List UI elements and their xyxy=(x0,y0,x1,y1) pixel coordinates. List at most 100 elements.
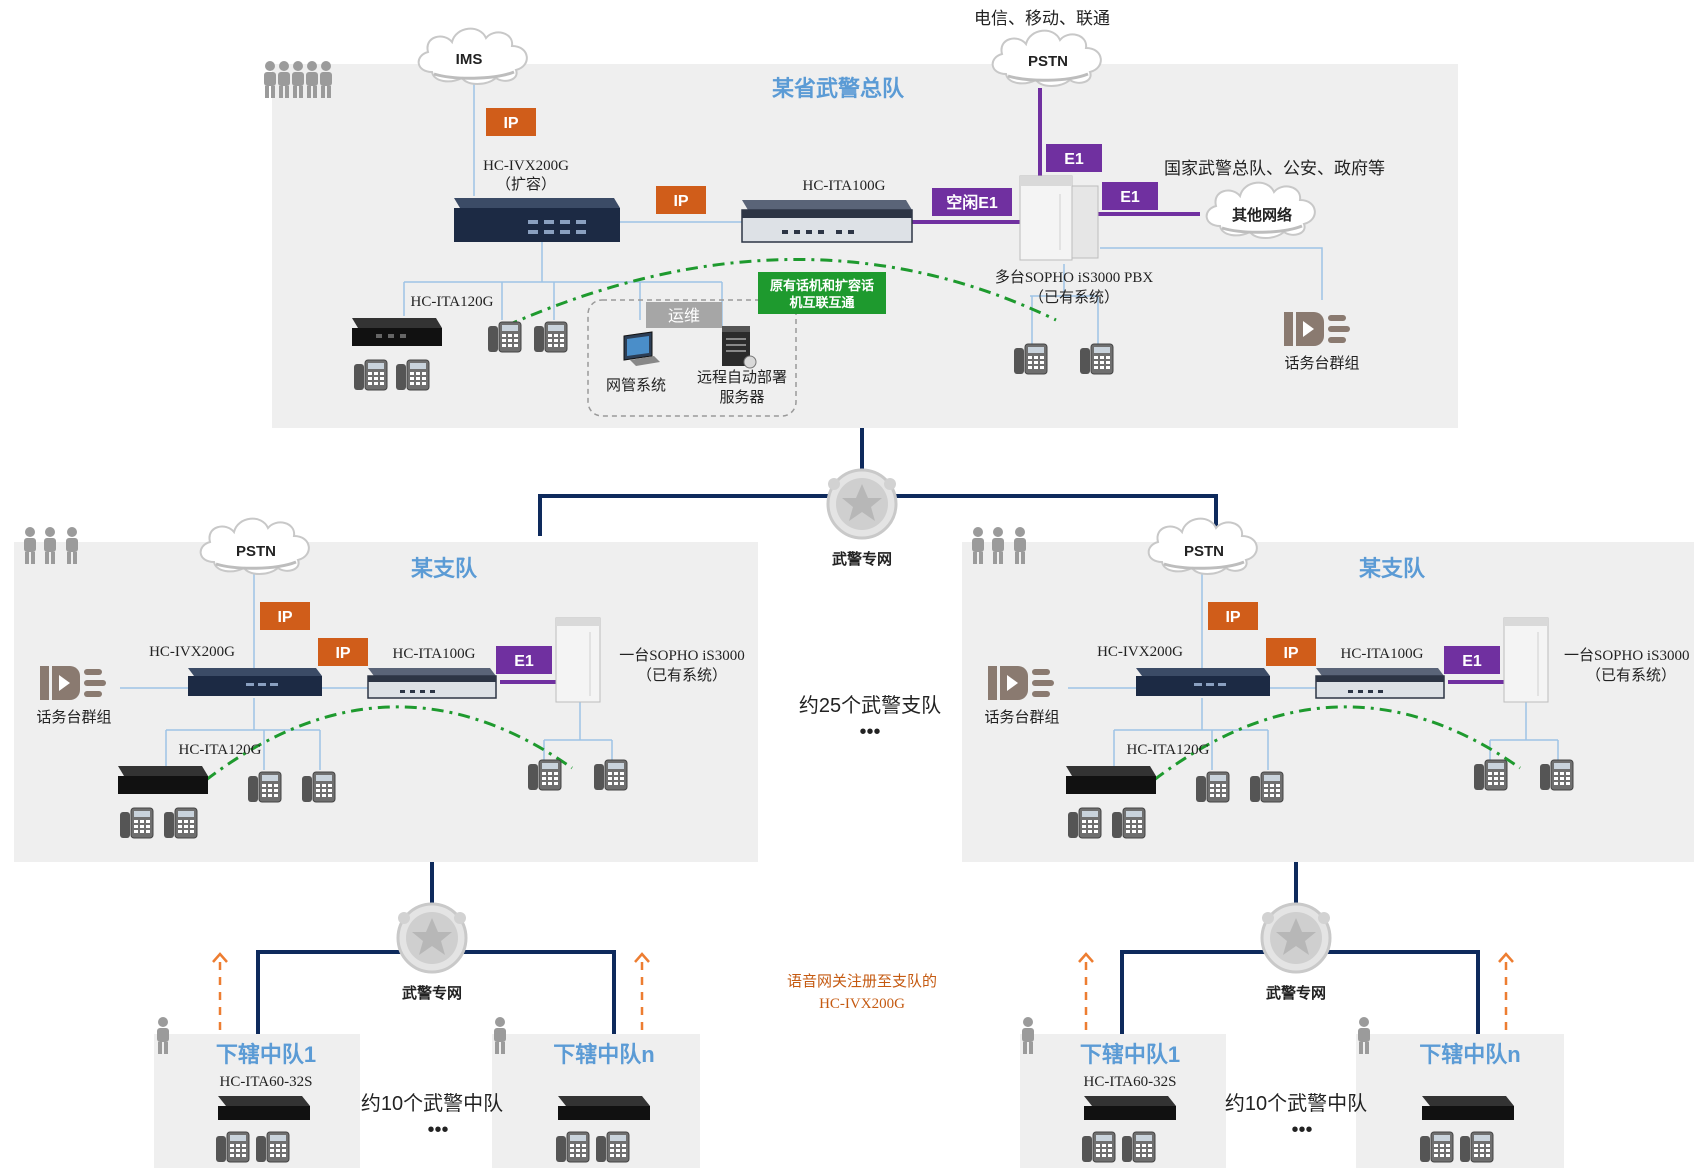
interop-arc xyxy=(1153,705,1521,782)
desk-phone-icon xyxy=(1419,1131,1454,1163)
desk-phone-icon xyxy=(1249,771,1284,803)
branch-title: 某支队 xyxy=(1359,556,1426,581)
svg-text:IP: IP xyxy=(1225,609,1240,626)
desk-phone-icon xyxy=(593,759,628,791)
note-label-1: 语音网关注册至支队的 xyxy=(787,973,937,990)
unit-1-title: 下辖中队1 xyxy=(1080,1042,1180,1067)
desk-phone-icon xyxy=(215,1131,250,1163)
mid-count-label: 约25个武警支队 xyxy=(799,694,941,717)
desk-phone-icon xyxy=(1459,1131,1494,1163)
branch-sopho-label-2: （已有系统） xyxy=(637,667,727,684)
gateway-device-icon xyxy=(1084,1096,1176,1120)
gateway-device-icon xyxy=(1315,668,1445,699)
desk-phone-icon xyxy=(1079,343,1114,375)
emblem-icon xyxy=(1260,902,1332,974)
branch-title: 某支队 xyxy=(411,556,478,581)
idle-e1-badge: 空闲E1 xyxy=(932,188,1012,216)
gateway-device-icon xyxy=(741,200,913,243)
desk-phone-icon xyxy=(1111,807,1146,839)
interop-arc xyxy=(205,705,573,782)
svg-text:空闲E1: 空闲E1 xyxy=(946,193,998,212)
ivx-label: HC-IVX200G xyxy=(483,158,569,174)
desk-phone-icon xyxy=(527,759,562,791)
e1-badge: E1 xyxy=(496,646,552,674)
e1-badge: E1 xyxy=(1046,144,1102,172)
ims-label: IMS xyxy=(456,51,483,68)
console-label: 话务台群组 xyxy=(1284,355,1359,372)
top-panel-title: 某省武警总队 xyxy=(772,76,905,101)
bottom-net-label: 武警专网 xyxy=(1266,984,1326,1002)
desk-phone-icon xyxy=(1067,807,1102,839)
branch-ita100-label: HC-ITA100G xyxy=(1341,646,1424,662)
branch-ita100-label: HC-ITA100G xyxy=(393,646,476,662)
desk-phone-icon xyxy=(1539,759,1574,791)
branch-console-label: 话务台群组 xyxy=(984,709,1059,726)
ita120-label: HC-ITA120G xyxy=(411,294,494,310)
people-icon xyxy=(24,527,78,564)
svg-text:IP: IP xyxy=(673,193,688,210)
branch-ita120-label: HC-ITA120G xyxy=(1127,742,1210,758)
nms-label: 网管系统 xyxy=(606,377,666,394)
desk-phone-icon xyxy=(555,1131,590,1163)
desk-phone-icon xyxy=(487,321,522,353)
ip-badge: IP xyxy=(318,638,368,666)
desk-phone-icon xyxy=(163,807,198,839)
gateway-device-icon xyxy=(1422,1096,1514,1120)
svg-text:IP: IP xyxy=(277,609,292,626)
unit-n-title: 下辖中队n xyxy=(1419,1042,1520,1067)
desk-phone-icon xyxy=(1473,759,1508,791)
pbx-cabinet-icon xyxy=(555,617,601,703)
deploy-label-2: 服务器 xyxy=(719,389,764,406)
bottom-net-label: 武警专网 xyxy=(402,984,462,1002)
svg-text:E1: E1 xyxy=(1462,653,1482,670)
gateway-device-icon xyxy=(352,318,442,346)
svg-text:E1: E1 xyxy=(1064,151,1084,168)
desk-phone-icon xyxy=(301,771,336,803)
desk-phone-icon xyxy=(395,359,430,391)
gateway-device-icon xyxy=(188,668,322,696)
carriers-label: 电信、移动、联通 xyxy=(974,9,1110,28)
mid-net-label: 武警专网 xyxy=(832,550,892,568)
gateway-device-icon xyxy=(118,766,208,794)
emblem-icon xyxy=(826,468,898,540)
other-nets-label: 国家武警总队、公安、政府等 xyxy=(1164,159,1385,178)
monitor-icon xyxy=(623,331,660,366)
ip-badge: IP xyxy=(1266,638,1316,666)
interop-badge: 原有话机和扩容话 机互联互通 xyxy=(758,272,886,314)
right-branch-thin-links xyxy=(1068,566,1559,770)
ita60-label: HC-ITA60-32S xyxy=(220,1074,313,1090)
branch-pstn-label: PSTN xyxy=(236,543,276,560)
top-thin-links xyxy=(403,84,1323,344)
gateway-device-icon xyxy=(218,1096,310,1120)
branch-sopho-label-2: （已有系统） xyxy=(1586,667,1676,684)
desk-phone-icon xyxy=(1013,343,1048,375)
desk-phone-icon xyxy=(255,1131,290,1163)
pbx-cabinet-icon xyxy=(1019,175,1099,261)
svg-text:运维: 运维 xyxy=(668,307,700,325)
bottom-dots: ••• xyxy=(1291,1119,1312,1141)
bottom-dots: ••• xyxy=(427,1119,448,1141)
people-icon xyxy=(972,527,1026,564)
svg-text:IP: IP xyxy=(1283,645,1298,662)
svg-text:IP: IP xyxy=(503,115,518,132)
desk-phone-icon xyxy=(1121,1131,1156,1163)
ip-badge: IP xyxy=(260,602,310,630)
note-label-2: HC-IVX200G xyxy=(819,996,905,1012)
mid-dots: ••• xyxy=(859,721,880,743)
branch-sopho-label-1: 一台SOPHO iS3000 xyxy=(1564,647,1689,664)
desk-phone-icon xyxy=(533,321,568,353)
emblem-icon xyxy=(396,902,468,974)
branch-sopho-label-1: 一台SOPHO iS3000 xyxy=(619,647,744,664)
branch-ita120-label: HC-ITA120G xyxy=(179,742,262,758)
pstn-label: PSTN xyxy=(1028,53,1068,70)
ita100-label: HC-ITA100G xyxy=(803,178,886,194)
gateway-device-icon xyxy=(454,198,620,242)
bottom-count-label: 约10个武警中队 xyxy=(361,1092,503,1115)
bottom-count-label: 约10个武警中队 xyxy=(1225,1092,1367,1115)
e1-badge: E1 xyxy=(1102,182,1158,210)
svg-text:IP: IP xyxy=(335,645,350,662)
server-icon xyxy=(722,326,757,369)
ip-badge: IP xyxy=(656,186,706,214)
ip-badge: IP xyxy=(486,108,536,136)
desk-phone-icon xyxy=(595,1131,630,1163)
